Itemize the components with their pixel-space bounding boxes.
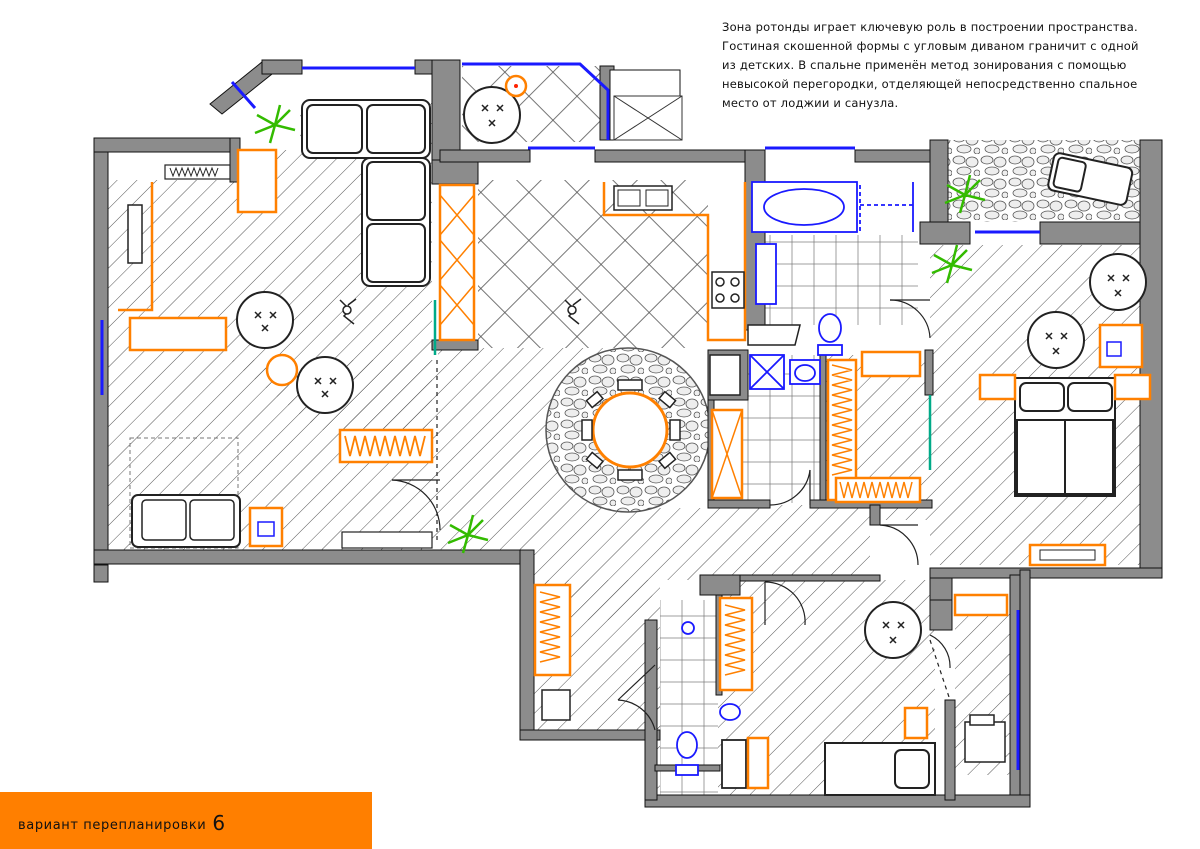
variant-title: вариант перепланировки 6 <box>18 810 226 835</box>
windows <box>100 62 1040 770</box>
floor-kitchen <box>478 180 708 348</box>
variant-number: 6 <box>212 811 226 835</box>
stove-icon <box>715 277 740 303</box>
bedroom-armchairs <box>1027 253 1147 369</box>
kids-bath-fixtures <box>675 621 770 790</box>
wardrobe-living <box>338 428 434 549</box>
description-line: Зона ротонды играет ключевую роль в пост… <box>722 20 1138 34</box>
variant-label: вариант перепланировки <box>18 818 207 833</box>
bath-fixtures <box>749 243 843 390</box>
rotunda <box>545 347 711 513</box>
tv-stand <box>164 148 278 214</box>
person-icon <box>339 298 582 325</box>
doors <box>391 299 951 731</box>
description-line: из детских. В спальне применён метод зон… <box>722 58 1127 72</box>
bath-partition <box>709 324 801 500</box>
plant-icon <box>254 104 986 554</box>
armchair-set <box>236 291 354 414</box>
balcony-box <box>613 95 683 141</box>
bed <box>1014 377 1116 497</box>
living-cabinet <box>118 182 228 352</box>
bathtub <box>751 181 915 233</box>
lower-room-sofa <box>129 437 284 549</box>
corner-sofa <box>301 99 431 287</box>
wardrobe-bedroom <box>826 350 922 504</box>
loggia-lounger <box>1047 152 1134 206</box>
bedside-tables <box>978 323 1152 401</box>
kitchen-counter <box>602 182 747 342</box>
kids-armchair <box>864 601 922 659</box>
loggia-armchair <box>463 74 528 144</box>
description-line: место от лоджии и санузла. <box>722 96 899 110</box>
corridor-wardrobe <box>533 583 754 721</box>
bedroom-tv <box>1028 543 1107 567</box>
description-line: невысокой перегородки, отделяющей непоср… <box>722 77 1138 91</box>
plan-description: Зона ротонды играет ключевую роль в пост… <box>722 18 1162 113</box>
kids-desk <box>953 593 1009 763</box>
variant-banner: вариант перепланировки 6 <box>0 792 372 849</box>
kids-bed <box>824 706 936 796</box>
kitchen-shelf <box>438 183 476 342</box>
walls <box>93 59 1163 808</box>
description-line: Гостиная скошенной формы с угловым диван… <box>722 39 1139 53</box>
